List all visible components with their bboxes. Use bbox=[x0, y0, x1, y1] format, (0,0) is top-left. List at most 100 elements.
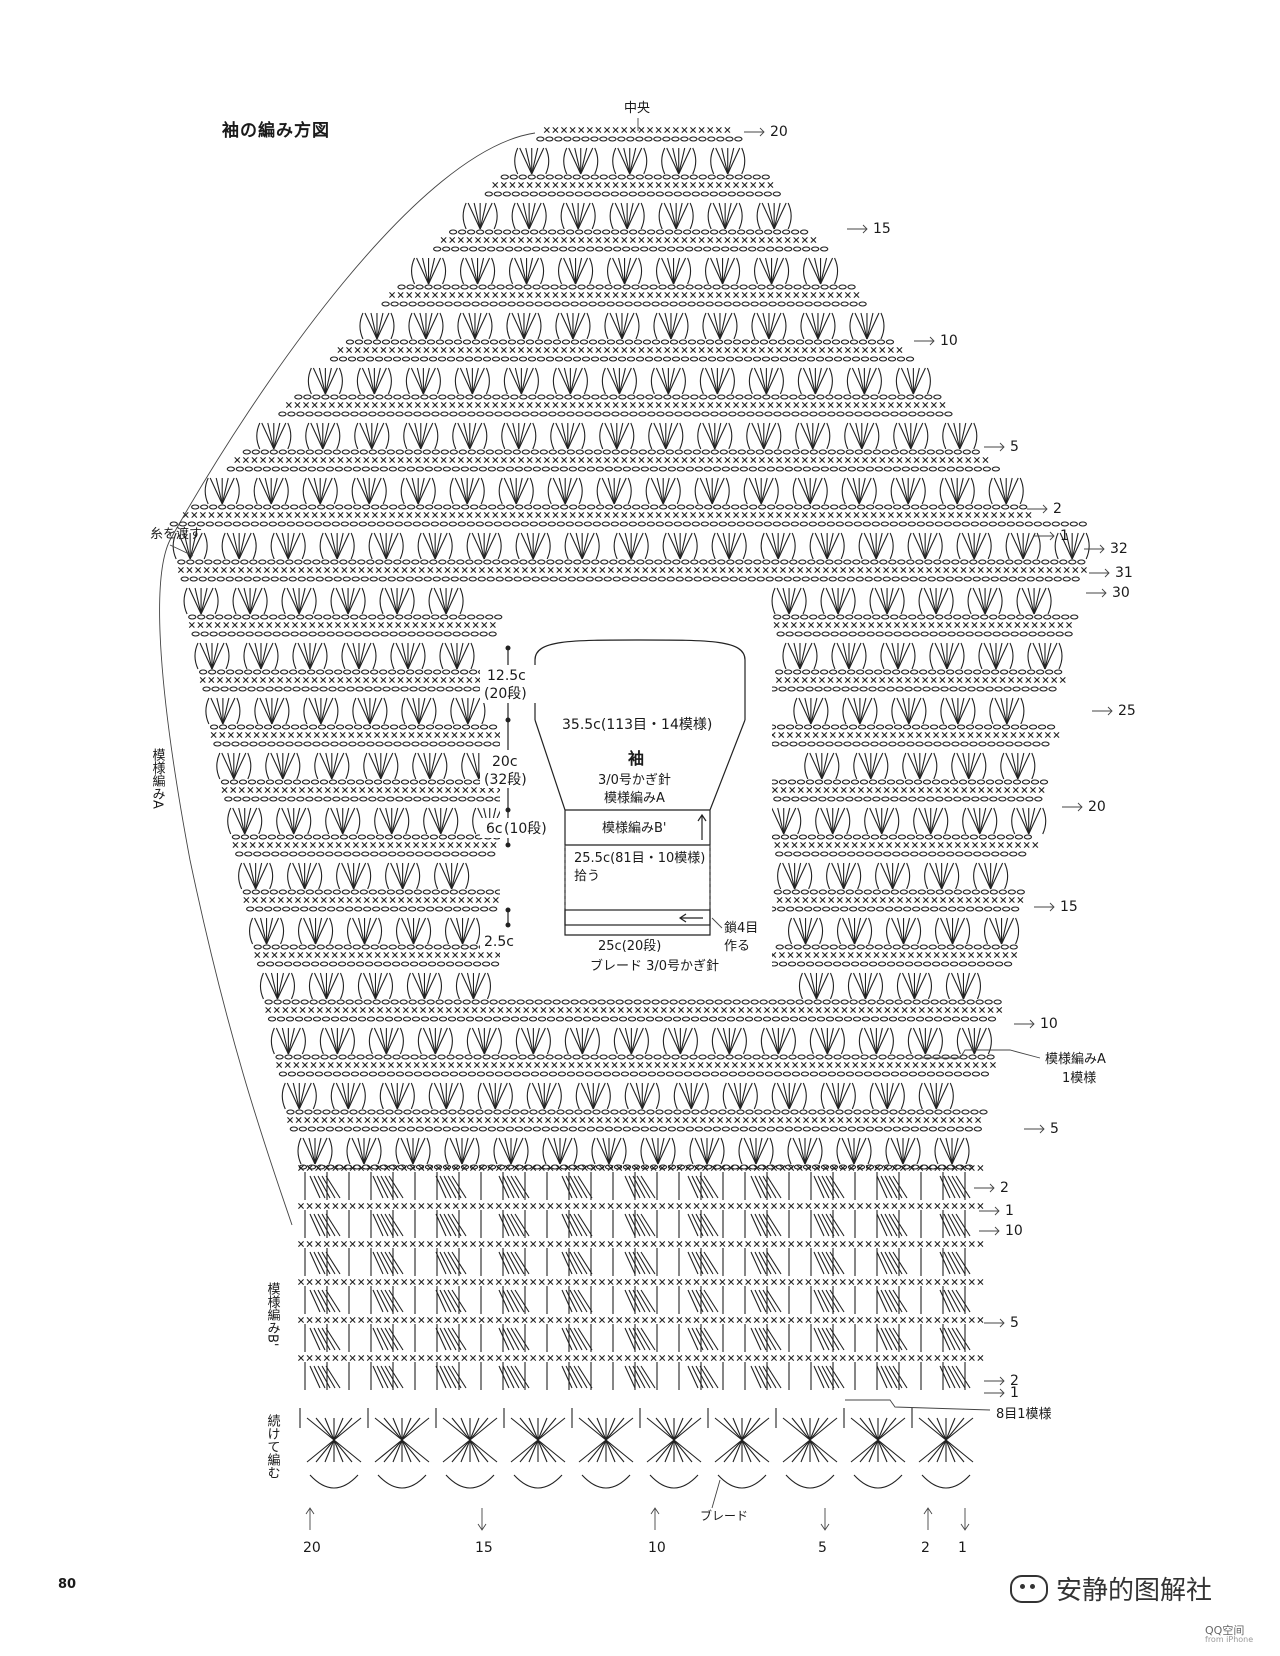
braid-label: ブレード bbox=[700, 1508, 748, 1523]
chain-row bbox=[267, 1016, 997, 1022]
braid-marker: 10 bbox=[648, 1540, 666, 1556]
row-marker-arrowhead bbox=[1107, 706, 1113, 716]
chain-row bbox=[278, 1071, 990, 1077]
row-marker-arrowhead bbox=[1101, 588, 1107, 598]
pattern-b-repeat: 8目1模様 bbox=[996, 1407, 1052, 1422]
dim-body-value: 20c bbox=[492, 754, 518, 770]
row-marker-body: 25 bbox=[1118, 703, 1136, 719]
sc-row bbox=[298, 1241, 984, 1247]
chain-row bbox=[286, 1109, 988, 1115]
row-marker-body: 5 bbox=[1050, 1121, 1059, 1137]
dim-band-value: 6c bbox=[486, 821, 503, 837]
bracket-curve bbox=[159, 132, 536, 1226]
braid-marker: 20 bbox=[303, 1540, 321, 1556]
dc-row bbox=[248, 917, 1020, 945]
chain-row bbox=[191, 504, 1028, 510]
center-label: 中央 bbox=[624, 101, 650, 116]
pattern-b-vertical-label: 模様編みB' bbox=[265, 1282, 281, 1347]
chain-row bbox=[188, 614, 1079, 620]
wechat-icon bbox=[1010, 1574, 1048, 1603]
row-marker-cap: 2 bbox=[1053, 501, 1062, 517]
dc-row bbox=[359, 312, 885, 340]
chain-row bbox=[329, 356, 915, 362]
chain-row bbox=[256, 961, 1013, 967]
pattern-a-repeat-line2: 1模様 bbox=[1062, 1071, 1096, 1086]
row-marker-body: 30 bbox=[1112, 585, 1130, 601]
chain-row bbox=[278, 411, 953, 417]
row-marker-cap: 15 bbox=[873, 221, 891, 237]
dc-row bbox=[514, 147, 746, 175]
row-marker-arrowhead bbox=[1029, 1019, 1035, 1029]
braid-marker: 5 bbox=[818, 1540, 827, 1556]
chain-row bbox=[209, 724, 1056, 730]
dim-body-rows: (32段) bbox=[484, 772, 527, 788]
pattern-a-repeat-bracket bbox=[920, 1049, 1041, 1059]
row-marker-body: 15 bbox=[1060, 899, 1078, 915]
row-marker-body: 32 bbox=[1110, 541, 1128, 557]
row-marker-body: 20 bbox=[1088, 799, 1106, 815]
chain-row bbox=[275, 1054, 995, 1060]
cuff-row bbox=[304, 1248, 971, 1276]
braid-marker: 1 bbox=[958, 1540, 967, 1556]
schematic-cap bbox=[534, 639, 746, 720]
row-marker-arrowhead bbox=[999, 442, 1005, 452]
row-marker-arrowhead bbox=[1039, 1124, 1045, 1134]
chain-row bbox=[448, 229, 809, 235]
sc-row bbox=[298, 1279, 984, 1285]
chain-row bbox=[433, 246, 829, 252]
chain-row bbox=[289, 1126, 982, 1132]
sc-row bbox=[232, 842, 1039, 848]
yarn-pass-arrow bbox=[169, 544, 194, 557]
row-marker-arrowhead bbox=[999, 1388, 1005, 1398]
braid-label-leader bbox=[711, 1479, 721, 1509]
dc-row bbox=[216, 752, 1036, 780]
schematic-top-width: 35.5c(113目・14模様) bbox=[562, 717, 712, 733]
sc-row bbox=[287, 1117, 982, 1123]
chain-row bbox=[536, 136, 743, 142]
qq-badge: QQ空间 from iPhone bbox=[1205, 1625, 1253, 1644]
dc-row bbox=[462, 202, 792, 230]
yarn-pass-label: 糸を渡す bbox=[150, 526, 202, 542]
chain-row bbox=[177, 559, 1086, 565]
chain-row bbox=[294, 394, 942, 400]
cuff-row bbox=[304, 1324, 971, 1352]
continue-vertical-label: 続けて編む bbox=[265, 1414, 281, 1479]
schematic-pickup-label: 拾う bbox=[574, 869, 600, 884]
dc-row bbox=[281, 1082, 954, 1110]
sc-row bbox=[389, 292, 860, 298]
sc-row bbox=[221, 787, 1045, 793]
sc-row bbox=[182, 512, 1032, 518]
sc-row bbox=[254, 952, 1018, 958]
cuff-row bbox=[304, 1172, 971, 1200]
row-marker-arrowhead bbox=[1049, 902, 1055, 912]
pattern-b-repeat-bracket bbox=[845, 1399, 991, 1411]
dc-row bbox=[227, 807, 1047, 835]
dc-row bbox=[238, 862, 1009, 890]
dc-row bbox=[204, 477, 1024, 505]
schematic-box bbox=[500, 630, 772, 975]
schematic-band-label: 模様編みB' bbox=[602, 820, 667, 836]
row-marker-cap: 5 bbox=[1010, 439, 1019, 455]
row-marker-cuff: 1 bbox=[1010, 1385, 1019, 1401]
sc-row bbox=[298, 1355, 984, 1361]
qq-sub: from iPhone bbox=[1205, 1635, 1254, 1644]
page-number: 80 bbox=[58, 1577, 77, 1592]
chain-row bbox=[242, 449, 980, 455]
sc-row bbox=[543, 127, 731, 133]
sc-row bbox=[492, 182, 774, 188]
pattern-a-repeat-line1: 模様編みA bbox=[1045, 1051, 1106, 1067]
sc-row bbox=[243, 897, 1024, 903]
braid-row bbox=[299, 1408, 974, 1489]
chain-row bbox=[345, 339, 895, 345]
sc-row bbox=[440, 237, 817, 243]
sc-row bbox=[285, 402, 946, 408]
chain-row bbox=[397, 284, 856, 290]
chain-row bbox=[191, 631, 1073, 637]
watermark: 安静的图解社 bbox=[1010, 1570, 1212, 1607]
chain-row bbox=[220, 779, 1049, 785]
chain-row bbox=[253, 944, 1018, 950]
stitch-pattern bbox=[169, 127, 1090, 1489]
sc-row bbox=[234, 457, 989, 463]
